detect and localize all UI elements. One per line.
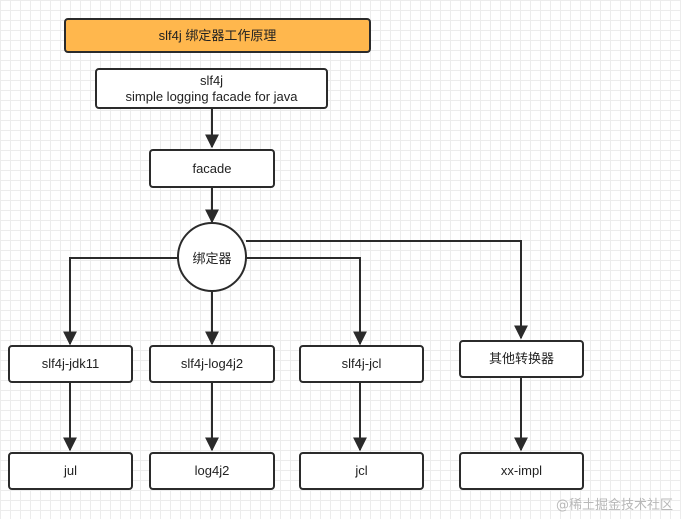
node-slf4j-name: slf4j [199, 72, 224, 88]
node-facade-label: facade [192, 160, 232, 176]
node-other-converters: 其他转换器 [459, 340, 584, 378]
node-facade: facade [149, 149, 275, 188]
node-jcl-label: jcl [355, 463, 368, 478]
node-slf4j-jdk11-label: slf4j-jdk11 [41, 356, 100, 371]
node-slf4j-jcl: slf4j-jcl [299, 345, 424, 383]
diagram-title-text: slf4j 绑定器工作原理 [158, 27, 277, 43]
node-slf4j-log4j2-label: slf4j-log4j2 [180, 356, 244, 371]
node-other-converters-label: 其他转换器 [488, 351, 554, 366]
node-binder: 绑定器 [177, 222, 247, 292]
node-slf4j-log4j2: slf4j-log4j2 [149, 345, 275, 383]
edge-binder-other [246, 240, 528, 340]
node-slf4j-jdk11: slf4j-jdk11 [8, 345, 133, 383]
node-jcl: jcl [299, 452, 424, 490]
node-log4j2-label: log4j2 [194, 463, 230, 478]
node-xx-impl: xx-impl [459, 452, 584, 490]
node-jul-label: jul [63, 463, 77, 478]
node-jul: jul [8, 452, 133, 490]
node-slf4j-jcl-label: slf4j-jcl [341, 356, 382, 371]
watermark: @稀土掘金技术社区 [555, 498, 673, 513]
node-log4j2: log4j2 [149, 452, 275, 490]
node-slf4j: slf4j simple logging facade for java [95, 68, 328, 109]
node-slf4j-description: simple logging facade for java [125, 88, 298, 104]
node-xx-impl-label: xx-impl [500, 463, 543, 478]
node-binder-label: 绑定器 [192, 250, 232, 266]
edge-binder-jdk11 [63, 257, 180, 346]
diagram-title: slf4j 绑定器工作原理 [64, 18, 371, 53]
edge-binder-jcl [244, 257, 367, 346]
